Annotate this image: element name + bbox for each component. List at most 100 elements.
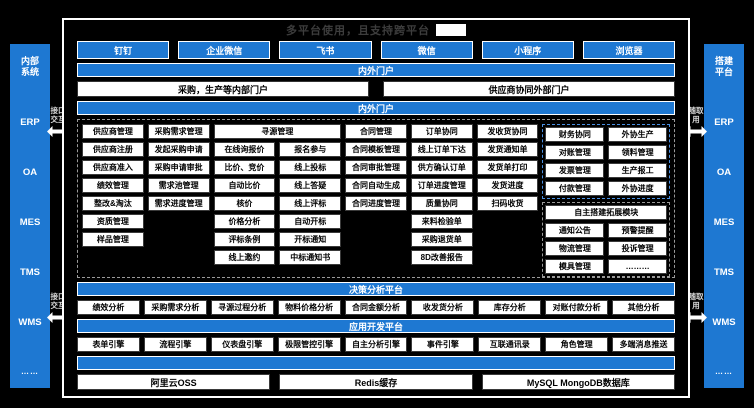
right-panel-item-wms: WMS <box>712 317 736 329</box>
module-item: 线上订单下达 <box>410 142 473 157</box>
module-item: 通知公告 <box>545 223 605 238</box>
module-item: 在线询报价 <box>213 142 276 157</box>
module-item: 线上评标 <box>279 196 342 211</box>
module-item: 供应商准入 <box>82 160 144 175</box>
main-frame: 多平台使用，且支持跨平台 钉钉 企业微信 飞书 微信 小程序 浏览器 内外门户 … <box>62 18 690 398</box>
module-column-sourcing: 寻源管理 在线询报价 比价、竞价 自动比价 核价 价格分析 评标条例 线上邀约 … <box>213 124 342 277</box>
module-item: 价格分析 <box>213 214 276 229</box>
module-item: 模具管理 <box>545 259 605 274</box>
module-item: 领料管理 <box>608 145 667 160</box>
dev-platform-row: 表单引擎 流程引擎 仪表盘引擎 极限管控引擎 自主分析引擎 事件引擎 互联通讯录… <box>77 337 676 352</box>
module-item: 自动比价 <box>213 178 276 193</box>
module-item: 采购申请审批 <box>147 160 210 175</box>
module-item: 需求进度管理 <box>147 196 210 211</box>
module-item: ……… <box>608 259 667 274</box>
infra-item-oss: 阿里云OSS <box>77 374 271 390</box>
left-panel-item-erp: ERP <box>20 117 40 129</box>
internal-portal-box: 采购，生产等内部门户 <box>77 81 369 97</box>
module-header-contract: 合同管理 <box>345 124 407 139</box>
analysis-row: 绩效分析 采购需求分析 寻源过程分析 物料价格分析 合同金额分析 收发货分析 库… <box>77 300 676 315</box>
dev-item: 事件引擎 <box>411 337 475 352</box>
module-item: 自动开标 <box>279 214 342 229</box>
right-panel-item-erp: ERP <box>714 117 734 129</box>
left-panel-item-wms: WMS <box>18 317 42 329</box>
analysis-item: 合同金额分析 <box>344 300 408 315</box>
section-layer-bar: 内外门户 <box>77 101 675 115</box>
dev-item: 流程引擎 <box>143 337 207 352</box>
right-panel-build-platform: 搭建平台 ERP OA MES TMS WMS …… <box>704 44 744 388</box>
left-panel-item-mes: MES <box>19 217 41 229</box>
infrastructure-row: 阿里云OSS Redis缓存 MySQL MongoDB数据库 <box>77 374 675 390</box>
module-header-finance: 财务协同 <box>545 127 605 142</box>
right-panel-item-mes: MES <box>713 217 735 229</box>
module-item: 需求池管理 <box>147 178 210 193</box>
left-panel-internal-systems: 内部系统 ERP OA MES TMS WMS …… <box>10 44 50 388</box>
module-item: 资质管理 <box>82 214 144 229</box>
analysis-item: 寻源过程分析 <box>210 300 274 315</box>
module-item: 线上邀约 <box>213 250 276 265</box>
module-header-shipping: 发收货协同 <box>476 124 539 139</box>
double-arrow-icon <box>685 125 707 137</box>
analysis-item: 收发货分析 <box>411 300 475 315</box>
module-item: 质量协同 <box>410 196 473 211</box>
module-column-outsourcing: 外协生产 领料管理 生产报工 外协进度 <box>608 127 667 196</box>
module-item: 生产报工 <box>608 163 667 178</box>
module-column-contract: 合同管理 合同模板管理 合同审批管理 合同自动生成 合同进度管理 <box>345 124 407 277</box>
portal-row: 采购，生产等内部门户 供应商协同外部门户 <box>77 81 675 97</box>
left-panel-item-oa: OA <box>22 167 38 179</box>
module-item: 8D改善报告 <box>410 250 473 265</box>
module-item: 合同进度管理 <box>345 196 407 211</box>
right-panel-item-oa: OA <box>716 167 732 179</box>
dev-item: 角色管理 <box>545 337 609 352</box>
channel-miniprogram: 小程序 <box>481 41 574 59</box>
module-item: 样品管理 <box>82 232 144 247</box>
right-connector-bottom-label: 随取用 <box>688 292 704 311</box>
sourcing-subcolumn-left: 在线询报价 比价、竞价 自动比价 核价 价格分析 评标条例 线上邀约 <box>213 142 276 265</box>
module-item: 采购退货单 <box>410 232 473 247</box>
module-header-order: 订单协同 <box>410 124 473 139</box>
analysis-item: 绩效分析 <box>77 300 140 315</box>
dev-item: 极限管控引擎 <box>277 337 341 352</box>
right-connector-top: 随取用 <box>683 106 709 137</box>
module-column-supplier: 供应商管理 供应商注册 供应商准入 绩效管理 整改&淘汰 资质管理 样品管理 <box>82 124 144 277</box>
left-connector-bottom-label: 接口交互 <box>50 292 66 311</box>
module-item: 整改&淘汰 <box>82 196 144 211</box>
channel-browser: 浏览器 <box>582 41 676 59</box>
module-column-demand: 采购需求管理 发起采购申请 采购申请审批 需求池管理 需求进度管理 <box>147 124 210 277</box>
channel-dingtalk: 钉钉 <box>77 41 170 59</box>
dev-platform-layer-bar: 应用开发平台 <box>77 319 675 333</box>
module-item: 核价 <box>213 196 276 211</box>
analysis-item: 物料价格分析 <box>277 300 341 315</box>
analysis-layer-bar: 决策分析平台 <box>77 282 675 296</box>
module-item: 线上答疑 <box>279 178 342 193</box>
module-item: 中标通知书 <box>279 250 342 265</box>
sourcing-subcolumns: 在线询报价 比价、竞价 自动比价 核价 价格分析 评标条例 线上邀约 报名参与 … <box>213 142 342 265</box>
left-connector-top-label: 接口交互 <box>50 106 66 125</box>
module-item: 发起采购申请 <box>147 142 210 157</box>
module-item: 扫码收货 <box>476 196 539 211</box>
channel-wecom: 企业微信 <box>178 41 271 59</box>
analysis-item: 库存分析 <box>478 300 542 315</box>
infrastructure-layer-bar <box>77 356 675 370</box>
module-item: 发货进度 <box>476 178 539 193</box>
module-column-extension-group: 财务协同 对账管理 发票管理 付款管理 外协生产 领料管理 生产报工 外协进度 … <box>542 124 670 277</box>
module-header-outsourcing: 外协生产 <box>608 127 667 142</box>
self-build-items-grid: 通知公告 预警提醒 物流管理 投诉管理 模具管理 ……… <box>545 223 667 274</box>
channel-row: 钉钉 企业微信 飞书 微信 小程序 浏览器 <box>77 41 676 59</box>
dev-item: 仪表盘引擎 <box>210 337 274 352</box>
sourcing-subcolumn-right: 报名参与 线上投标 线上答疑 线上评标 自动开标 开标通知 中标通知书 <box>279 142 342 265</box>
left-panel-header: 内部系统 <box>20 56 39 78</box>
channel-feishu: 飞书 <box>279 41 372 59</box>
self-build-extension-group: 自主搭建拓展模块 通知公告 预警提醒 物流管理 投诉管理 模具管理 ……… <box>542 202 670 277</box>
diagram-title-row: 多平台使用，且支持跨平台 <box>77 23 675 37</box>
module-item: 订单进度管理 <box>410 178 473 193</box>
module-item: 发票管理 <box>545 163 605 178</box>
modules-area: 供应商管理 供应商注册 供应商准入 绩效管理 整改&淘汰 资质管理 样品管理 采… <box>77 119 675 278</box>
redacted-area <box>436 24 466 36</box>
right-panel-item-tms: TMS <box>713 267 735 279</box>
module-item: 发货通知单 <box>476 142 539 157</box>
analysis-item: 其他分析 <box>612 300 676 315</box>
module-header-supplier: 供应商管理 <box>82 124 144 139</box>
module-item: 开标通知 <box>279 232 342 247</box>
